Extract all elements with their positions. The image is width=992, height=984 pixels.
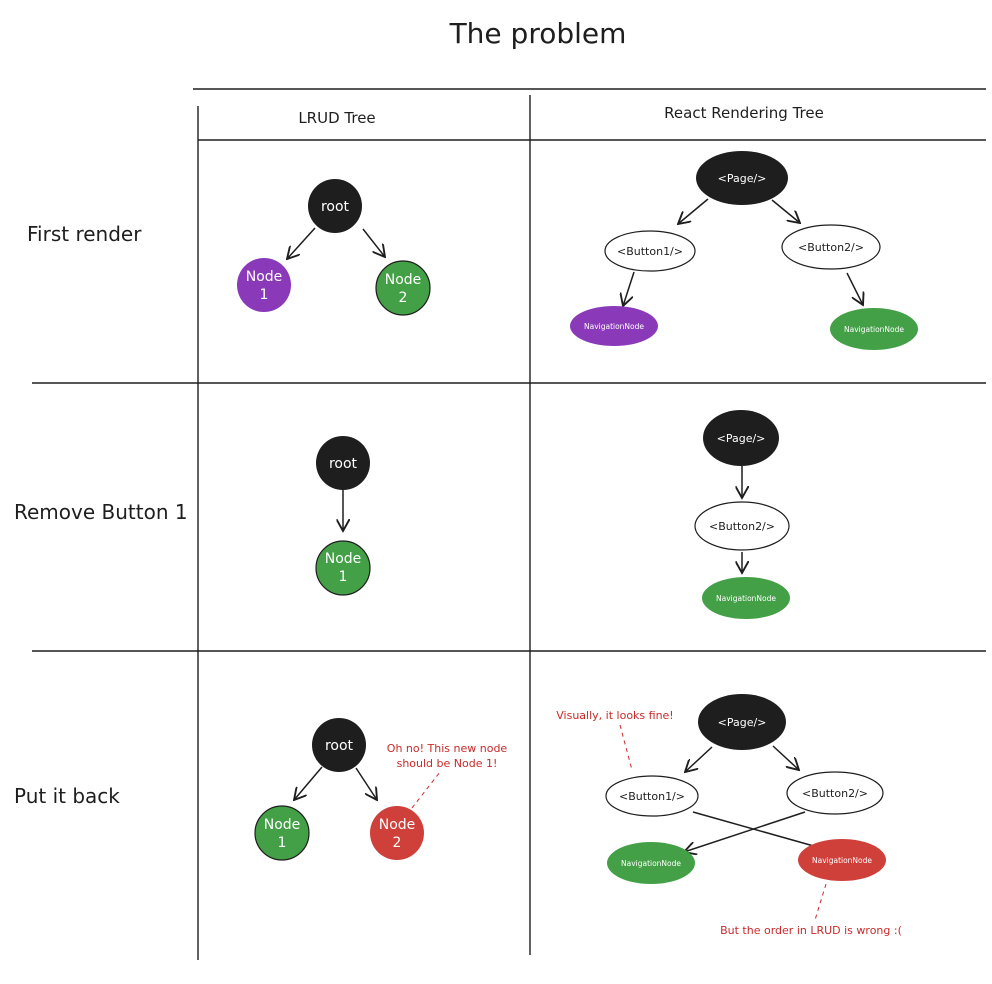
lrud-node-1-number: 1 — [260, 287, 269, 303]
lrud-node-1-label: Node — [264, 817, 301, 833]
row2-react-tree: <Page/> <Button2/> NavigationNode — [694, 410, 790, 619]
lrud-root-label: root — [329, 456, 358, 472]
react-page-label: <Page/> — [718, 716, 767, 729]
row3-lrud-tree: root Node 1 Node 2 Oh no! This new node … — [254, 718, 508, 861]
react-button1-label: <Button1/> — [617, 245, 683, 258]
lrud-node-1-label: Node — [325, 551, 362, 567]
react-page-node — [696, 151, 788, 205]
react-navigation-node-green-label: NavigationNode — [844, 325, 904, 334]
annotation-visually-fine: Visually, it looks fine! — [556, 709, 673, 722]
react-navigation-node-green — [702, 577, 790, 619]
react-button2-label: <Button2/> — [798, 241, 864, 254]
row1-react-tree: <Page/> <Button1/> <Button2/> Navigation… — [570, 151, 918, 350]
annotation-oh-no-line-1: Oh no! This new node — [387, 742, 508, 755]
table-grid — [32, 88, 986, 960]
lrud-node-2-red — [370, 806, 424, 860]
react-page-node — [703, 410, 779, 466]
annotation-oh-no-line-2: should be Node 1! — [397, 757, 498, 770]
lrud-node-2-number: 2 — [399, 290, 408, 306]
lrud-root-label: root — [321, 199, 350, 215]
column-header-lrud: LRUD Tree — [298, 109, 375, 127]
react-button1-node — [605, 775, 699, 817]
lrud-root-node — [316, 436, 370, 490]
react-page-node — [698, 694, 786, 750]
react-page-label: <Page/> — [717, 432, 766, 445]
lrud-node-1-number: 1 — [339, 569, 348, 585]
page-title: The problem — [449, 17, 627, 50]
lrud-node-1-label: Node — [246, 269, 283, 285]
lrud-node-1 — [254, 805, 310, 861]
react-button1-node — [604, 230, 696, 272]
react-button2-label: <Button2/> — [709, 520, 775, 533]
react-button2-node — [786, 771, 884, 815]
column-header-react: React Rendering Tree — [664, 104, 824, 122]
react-navigation-node-red-label: NavigationNode — [812, 856, 872, 865]
row3-react-tree: <Page/> <Button1/> <Button2/> Navigation… — [556, 694, 902, 937]
lrud-root-label: root — [325, 738, 354, 754]
react-navigation-node-green — [830, 308, 918, 350]
lrud-node-2-label: Node — [385, 272, 422, 288]
react-button2-label: <Button2/> — [802, 787, 868, 800]
react-navigation-node-green-label: NavigationNode — [716, 594, 776, 603]
react-button2-node — [781, 224, 881, 270]
row-header-first-render: First render — [27, 222, 142, 246]
react-button2-node — [694, 501, 790, 551]
annotation-order-wrong: But the order in LRUD is wrong :( — [720, 924, 902, 937]
lrud-root-node — [312, 718, 366, 772]
react-navigation-node-purple-label: NavigationNode — [584, 322, 644, 331]
lrud-node-1 — [237, 258, 291, 312]
row2-lrud-tree: root Node 1 — [315, 436, 371, 596]
lrud-node-2-label: Node — [379, 817, 416, 833]
lrud-node-1-number: 1 — [278, 835, 287, 851]
react-navigation-node-red — [798, 839, 886, 881]
lrud-node-2-number: 2 — [393, 835, 402, 851]
react-navigation-node-purple — [570, 306, 658, 346]
react-button1-label: <Button1/> — [619, 790, 685, 803]
react-page-label: <Page/> — [718, 172, 767, 185]
row-header-put-it-back: Put it back — [14, 784, 120, 808]
react-navigation-node-green — [607, 842, 695, 884]
row1-lrud-tree: root Node 1 Node 2 — [237, 179, 431, 316]
lrud-node-2 — [375, 260, 431, 316]
lrud-node-1 — [315, 540, 371, 596]
lrud-root-node — [308, 179, 362, 233]
row-header-remove-button: Remove Button 1 — [14, 500, 188, 524]
react-navigation-node-green-label: NavigationNode — [621, 859, 681, 868]
